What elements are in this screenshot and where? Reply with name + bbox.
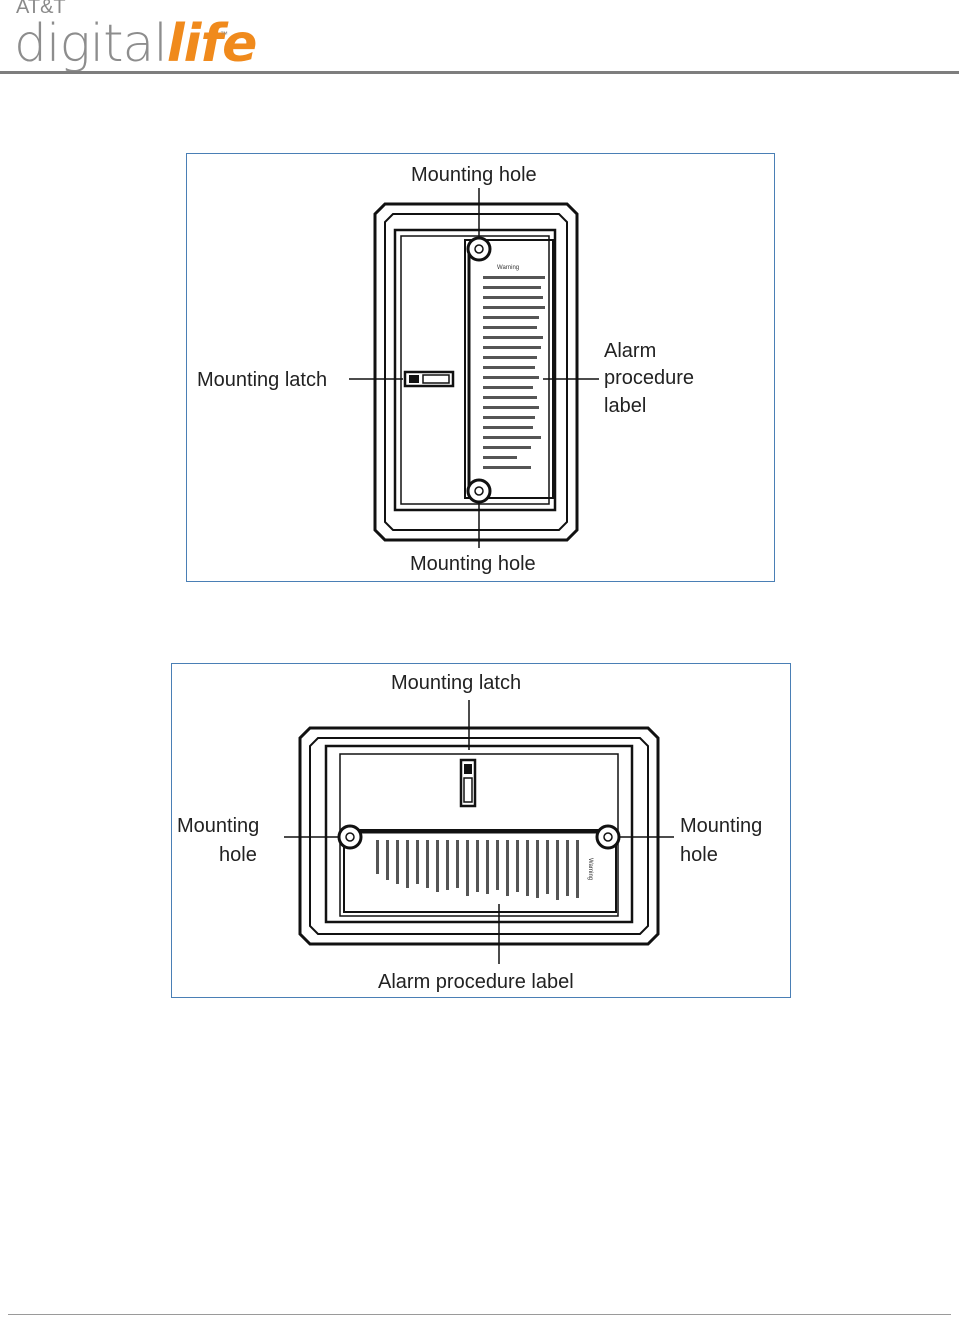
label-mounting-latch: Mounting latch (197, 369, 327, 391)
top-mounting-hole (468, 238, 490, 260)
header-divider (0, 71, 959, 74)
label-right-hole-line1: Mounting (680, 815, 762, 837)
mounting-latch (461, 760, 475, 806)
label-bottom-mounting-hole: Mounting hole (410, 553, 536, 575)
label-top-mounting-hole: Mounting hole (411, 164, 537, 186)
brand-life: life (167, 14, 257, 74)
warning-title: Warning (497, 265, 519, 271)
left-mounting-hole (339, 826, 361, 848)
brand-digital: digital (14, 14, 167, 74)
housing (326, 746, 632, 922)
brand-trademark: ™ (220, 30, 228, 39)
label-alarm-line3: label (604, 395, 646, 417)
att-digital-life-logo: AT&T digitallife ™ (14, 0, 254, 72)
horizontal-mounting-figure: Warning (171, 663, 791, 998)
alarm-label-panel (344, 830, 616, 912)
bottom-mounting-hole (468, 480, 490, 502)
label-alarm-line1: Alarm (604, 340, 656, 362)
label-alarm-procedure: Alarm procedure label (378, 971, 574, 993)
mounting-latch (405, 372, 453, 386)
label-mounting-latch: Mounting latch (391, 672, 521, 694)
vertical-mounting-diagram: Warning (187, 154, 774, 581)
horizontal-mounting-diagram: Warning (172, 664, 790, 997)
label-alarm-line2: procedure (604, 367, 694, 389)
vertical-mounting-figure: Warning (186, 153, 775, 582)
label-left-hole-line1: Mounting (177, 815, 259, 837)
label-left-hole-line2: hole (219, 844, 257, 866)
warning-title: Warning (587, 858, 593, 880)
footer-divider (8, 1314, 951, 1315)
warning-text-lines (483, 276, 545, 469)
right-mounting-hole (597, 826, 619, 848)
label-right-hole-line2: hole (680, 844, 718, 866)
warning-text-columns (376, 840, 579, 900)
brand-main-text: digitallife (14, 14, 256, 74)
